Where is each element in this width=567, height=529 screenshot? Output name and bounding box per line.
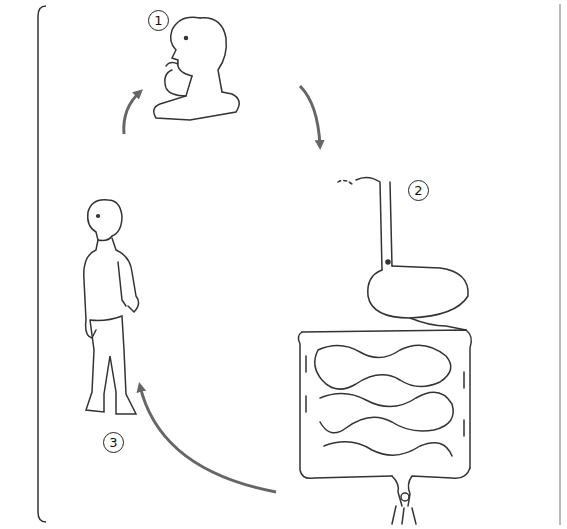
cycle-arrow <box>140 386 276 492</box>
callout-number: 3 <box>103 432 124 453</box>
eating-person <box>154 17 239 120</box>
digestive-system <box>298 177 471 524</box>
cycle-arrow <box>124 92 140 134</box>
frame-edge <box>559 4 561 525</box>
bracket <box>38 6 46 522</box>
callout-number: 2 <box>408 180 429 201</box>
standing-boy <box>84 200 139 414</box>
cycle-arrow <box>300 86 320 146</box>
callout-number: 1 <box>148 10 169 31</box>
